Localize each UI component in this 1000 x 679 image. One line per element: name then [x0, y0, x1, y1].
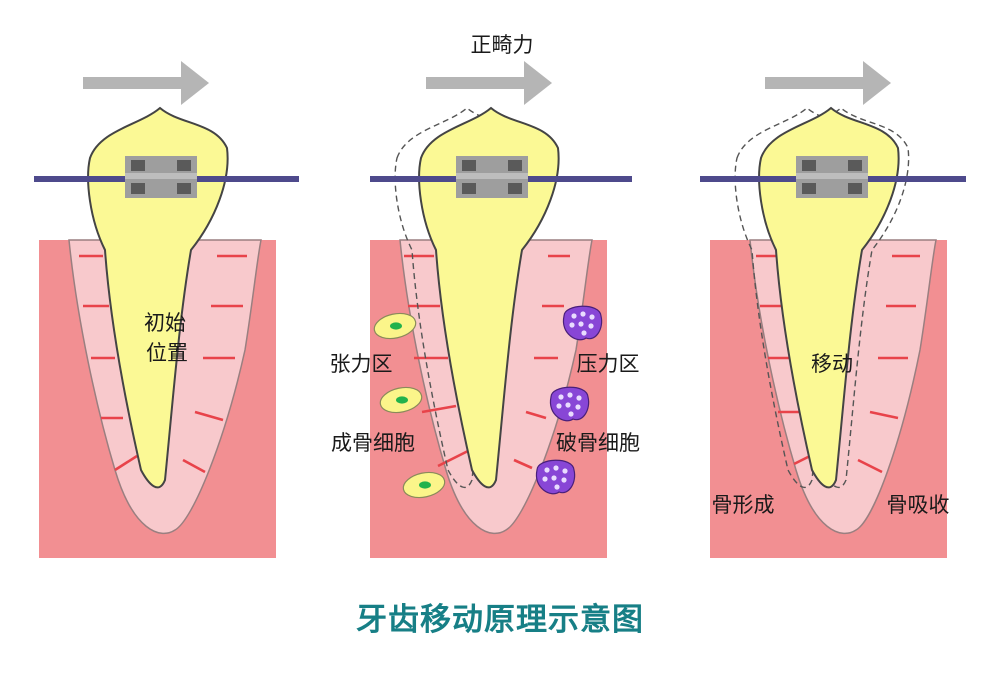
bracket	[456, 156, 528, 198]
initial-label-line1: 初始	[144, 311, 186, 335]
bone-resorption-label: 骨吸收	[887, 493, 950, 517]
ligament-fibers	[79, 254, 247, 474]
bracket	[125, 156, 197, 198]
osteoclast-cell-icon	[549, 386, 590, 422]
force-arrow-icon	[83, 61, 209, 105]
force-label: 正畸力	[471, 33, 534, 57]
diagram-title: 牙齿移动原理示意图	[356, 602, 644, 638]
pressure-zone-label: 压力区	[577, 352, 640, 376]
osteoclast-cell-icon	[562, 305, 603, 341]
moved-label: 移动	[811, 352, 853, 376]
bone-formation-label: 骨形成	[712, 493, 775, 517]
osteoclast-cell-icon	[535, 459, 576, 495]
initial-label-line2: 位置	[146, 341, 188, 365]
panel-moved: 移动 骨形成 骨吸收	[700, 61, 966, 558]
ligament-fibers	[404, 254, 570, 470]
osteoclast-label: 破骨细胞	[556, 431, 640, 455]
panel-initial: 初始 位置	[34, 61, 299, 558]
panel-force: 正畸力 张力区 成骨细胞 压力区 破骨细胞	[330, 33, 640, 558]
bracket	[796, 156, 868, 198]
force-arrow-icon	[765, 61, 891, 105]
force-arrow-icon	[426, 61, 552, 105]
tension-zone-label: 张力区	[330, 352, 393, 376]
osteoblast-label: 成骨细胞	[331, 431, 415, 455]
